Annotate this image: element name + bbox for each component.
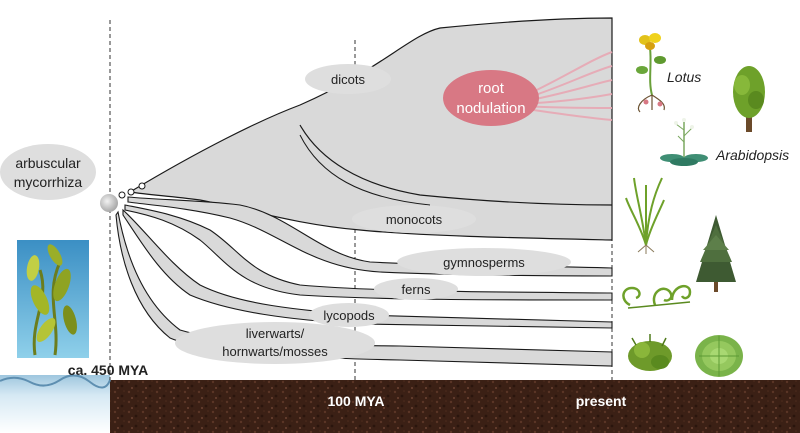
moss-image [628,334,672,371]
timeline-start-label: ca. 450 MYA [68,362,148,378]
root-node [100,194,118,212]
grass-plant-image [625,177,665,254]
dicots-label: dicots [331,72,365,87]
lotus-plant-image [636,33,666,113]
branch-lycopods [122,208,613,329]
bryophytes-label-line2: hornwarts/mosses [222,344,328,359]
node-small-3 [138,182,146,190]
soil-band [108,380,800,433]
bryophytes-bubble [175,322,375,364]
branch-gymnosperms [127,196,613,277]
deciduous-tree-image [733,66,765,132]
kelp-image [17,240,89,358]
mycorrhiza-bubble [0,144,96,200]
lotus-label: Lotus [667,69,701,85]
node-small-1 [118,191,126,199]
ferns-bubble [374,278,458,300]
arabidopsis-image [660,118,708,166]
branch-dicot-monocot-split [299,124,613,206]
conifer-tree-image [696,215,736,292]
root-nodulation-bubble [443,70,539,126]
lycopods-label: lycopods [323,308,375,323]
gymnosperms-label: gymnosperms [443,255,525,270]
dicots-bubble [305,64,391,94]
monocots-bubble [352,205,476,233]
gymnosperms-bubble [397,248,571,276]
branch-dicot-inner [299,134,431,206]
water-surface [0,374,111,389]
nodulation-label-line1: root [478,80,505,97]
branch-ferns [124,204,613,301]
mycorrhiza-label-line2: mycorrhiza [14,174,83,190]
liverwort-image [695,335,743,377]
timeline-end-label: present [576,393,627,409]
lycopods-bubble [309,303,389,327]
water-area [0,375,110,433]
mycorrhiza-label-line1: arbuscular [15,155,81,171]
timeline-mid-label: 100 MYA [327,393,384,409]
arabidopsis-label: Arabidopsis [715,147,789,163]
bryophytes-label-line1: liverwarts/ [246,326,305,341]
node-small-2 [127,188,135,196]
nodulation-label-line2: nodulation [456,100,525,117]
fern-image [622,284,692,309]
monocots-label: monocots [386,212,443,227]
ferns-label: ferns [402,282,431,297]
